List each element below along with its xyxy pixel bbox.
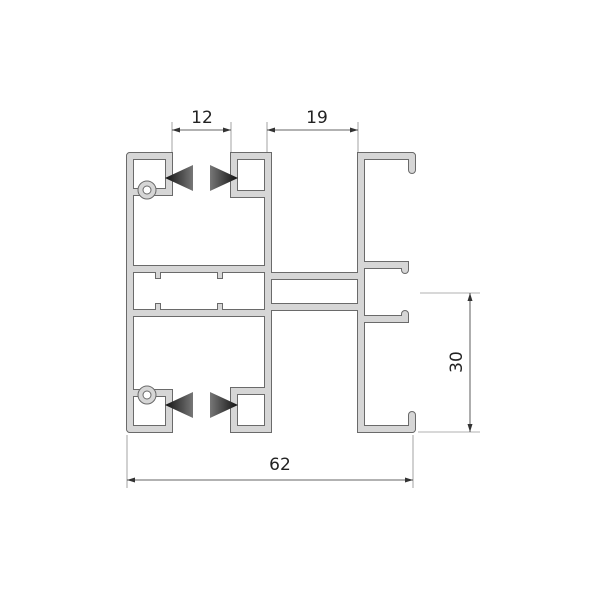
- dimension-19: 19: [266, 108, 359, 153]
- brush-seal-icon: [165, 165, 193, 191]
- brush-seals: [165, 165, 238, 418]
- dimension-label: 30: [447, 351, 467, 373]
- brush-seal-icon: [210, 165, 238, 191]
- dimension-label: 62: [269, 455, 291, 475]
- brush-seal-icon: [165, 392, 193, 418]
- brush-seal-icon: [210, 392, 238, 418]
- dimension-label: 19: [306, 108, 328, 128]
- dimension-label: 12: [191, 108, 213, 128]
- aluminium-profile: [126, 152, 416, 433]
- dimension-12: 12: [171, 108, 232, 153]
- dimension-30: 30: [418, 292, 480, 433]
- dimension-62: 62: [126, 435, 414, 488]
